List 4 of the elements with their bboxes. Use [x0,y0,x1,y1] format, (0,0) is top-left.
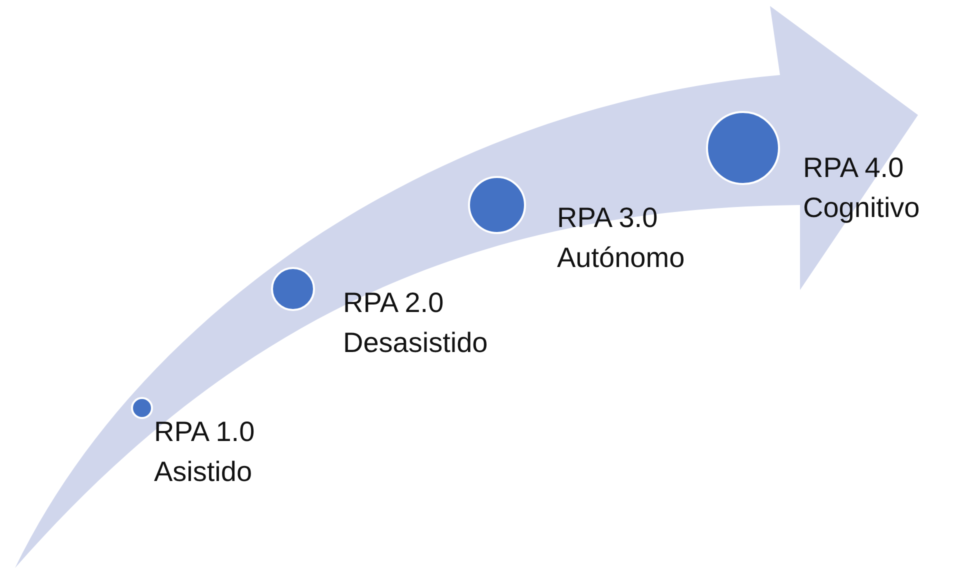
stage-label: RPA 1.0 Asistido [154,415,256,489]
stage-label: RPA 4.0 Cognitivo [803,151,921,225]
stage-label: RPA 3.0 Autónomo [557,201,686,275]
stage-label: RPA 2.0 Desasistido [343,286,489,360]
